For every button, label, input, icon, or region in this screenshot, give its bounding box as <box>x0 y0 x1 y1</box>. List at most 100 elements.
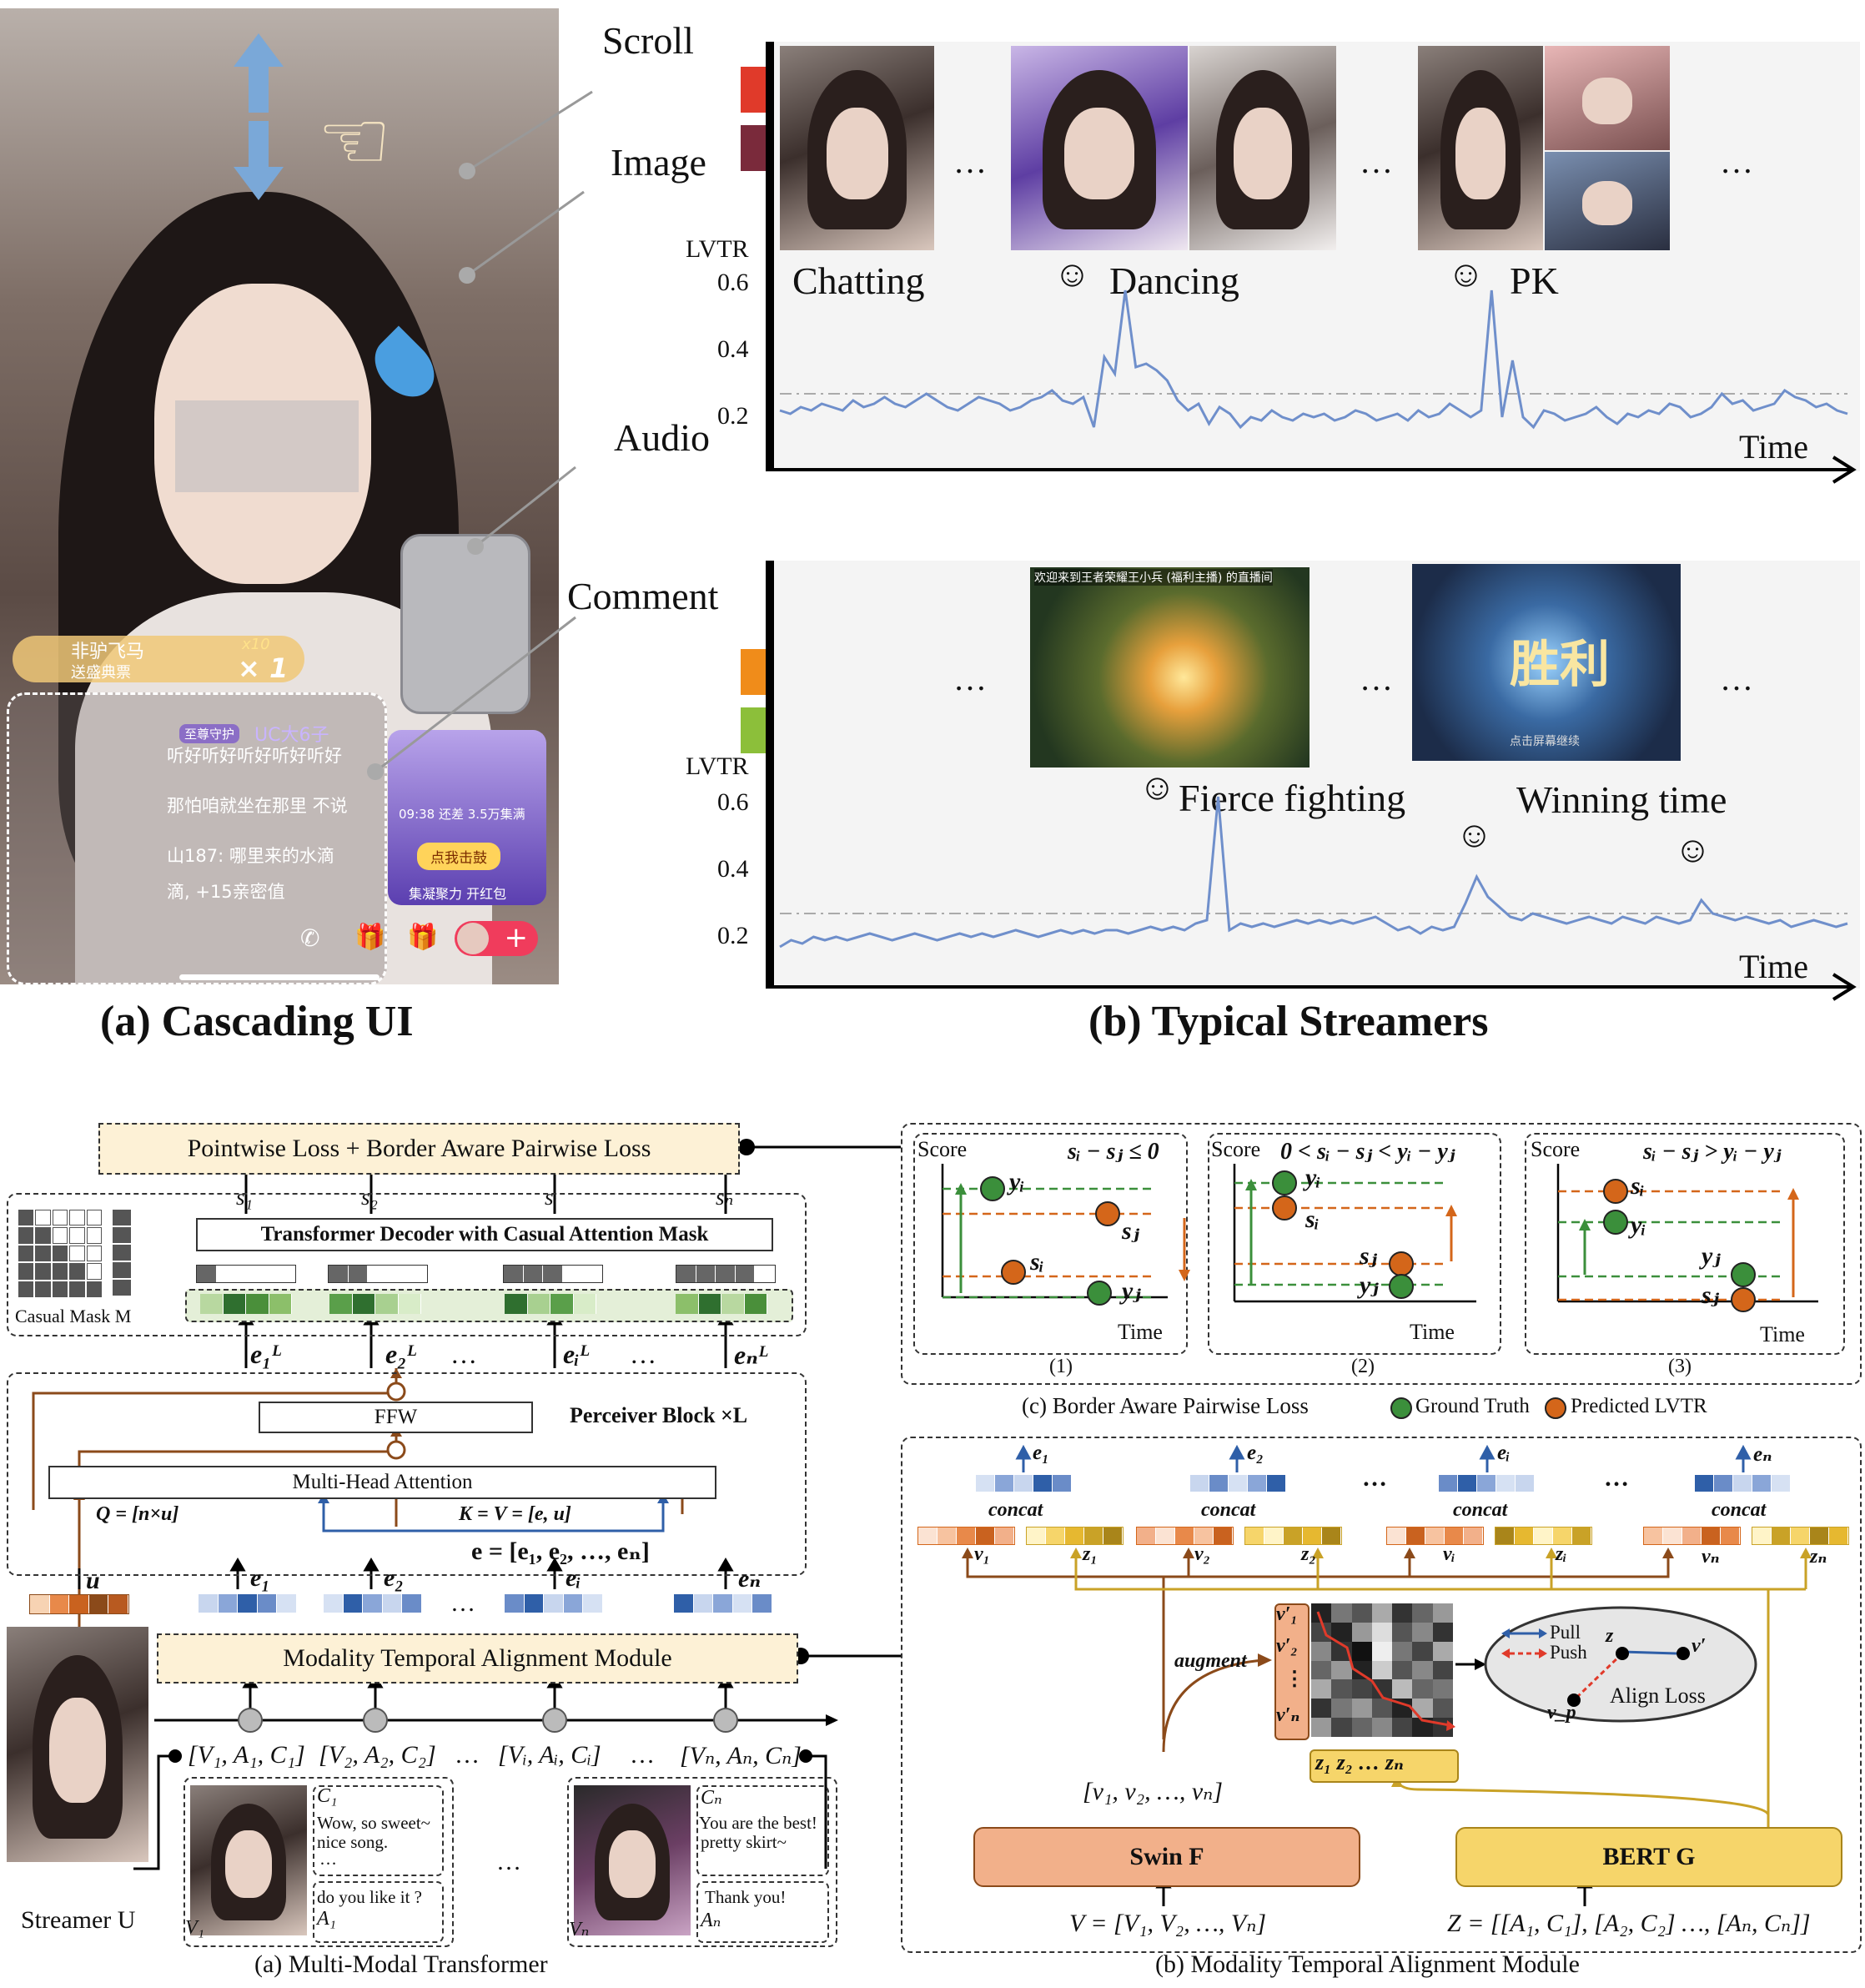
mtam-e-strip-i <box>1439 1475 1535 1492</box>
smiley-winning-icon-2: ☺ <box>1674 829 1712 870</box>
score-s1: s₁ <box>236 1185 253 1210</box>
input-dots-2: … <box>630 1741 655 1769</box>
align-loss-label: Align Loss <box>1610 1684 1706 1708</box>
sample-c1-text1: Wow, so sweet~ <box>317 1813 431 1833</box>
p3-si: sᵢ <box>1631 1172 1645 1200</box>
vprime-dots: ⋮ <box>1284 1668 1304 1690</box>
e-embedding-2 <box>324 1594 422 1613</box>
p2-si: sᵢ <box>1305 1205 1320 1233</box>
panel-3 <box>1525 1133 1845 1355</box>
e-embedding-n <box>674 1594 772 1613</box>
phone-icon[interactable]: ✆ <box>300 926 320 952</box>
token-strip-4 <box>676 1265 776 1283</box>
chart1-axis-bar <box>766 42 774 471</box>
v-sequence: [v₁, v₂, …, vₙ] <box>1083 1778 1223 1805</box>
v-strip-n <box>1643 1527 1741 1545</box>
p1-title: sᵢ − sⱼ ≤ 0 <box>1068 1139 1159 1165</box>
comment-box-n <box>696 1785 829 1876</box>
score-sn: sₙ <box>716 1185 734 1210</box>
concat-n: concat <box>1712 1499 1767 1521</box>
gift-box-icon[interactable]: 🎁 <box>354 924 386 951</box>
ffw-box: FFW <box>259 1402 533 1433</box>
p2-score: Score <box>1211 1137 1261 1161</box>
border-loss-caption: (c) Border Aware Pairwise Loss <box>1022 1393 1309 1418</box>
perceiver-label: Perceiver Block ×L <box>570 1403 748 1427</box>
chart1-xlabel: Time <box>1739 428 1809 466</box>
loss-box-label: Pointwise Loss + Border Aware Pairwise L… <box>187 1135 651 1162</box>
chart1-tick-02: 0.2 <box>717 402 749 430</box>
v-label-2: v₂ <box>1194 1543 1211 1565</box>
chart2-ellipsis-3: … <box>1720 660 1753 697</box>
frame-winning-time <box>1412 564 1681 761</box>
chart1-label-dancing: Dancing <box>1109 259 1239 302</box>
input-n: [Vₙ, Aₙ, Cₙ] <box>680 1742 802 1769</box>
Z-definition: Z = [[A₁, C₁], [A₂, C₂] …, [Aₙ, Cₙ]] <box>1447 1910 1811 1937</box>
input-i: [Vᵢ, Aᵢ, Cᵢ] <box>498 1741 601 1769</box>
smiley-winning-icon-1: ☺ <box>1455 814 1493 855</box>
p2-time: Time <box>1410 1320 1455 1344</box>
mtam-e-n: eₙ <box>1753 1443 1772 1466</box>
streamer-photo <box>7 1627 148 1862</box>
label-audio: Audio <box>614 416 710 459</box>
p1-time: Time <box>1118 1320 1163 1344</box>
sample-vn: Vₙ <box>569 1919 590 1940</box>
score-s2: s₂ <box>361 1185 378 1210</box>
mtam-e-2: e₂ <box>1247 1442 1264 1464</box>
chart2-marker-green <box>741 707 766 753</box>
e-label-i: eᵢ <box>566 1564 581 1592</box>
sample-c1: C₁ <box>317 1785 338 1807</box>
scroll-arrows-icon <box>234 33 284 200</box>
p2-title: 0 < sᵢ − sⱼ < yᵢ − yⱼ <box>1280 1139 1455 1165</box>
v-strip-2 <box>1136 1527 1234 1545</box>
sample-a1: A₁ <box>317 1908 337 1930</box>
chart2-marker-orange <box>741 649 766 695</box>
v-label-n: vₙ <box>1702 1546 1720 1568</box>
decoder-box: Transformer Decoder with Casual Attentio… <box>196 1218 773 1251</box>
gift-banner[interactable] <box>13 636 304 682</box>
frame-chatting <box>780 46 934 250</box>
p1-number: (1) <box>1049 1356 1073 1377</box>
event-button[interactable]: 点我击鼓 <box>417 843 500 870</box>
z-strip-1 <box>1026 1527 1124 1545</box>
frame-pk-main <box>1418 46 1543 250</box>
bert-box: BERT G <box>1455 1827 1842 1887</box>
chart2-background <box>772 561 1860 989</box>
push-label: Push <box>1550 1642 1587 1663</box>
q-label: Q = [n×u] <box>96 1503 179 1525</box>
chart1-marker-red <box>741 67 766 113</box>
v-label-1: v₁ <box>974 1543 991 1565</box>
p3-number: (3) <box>1668 1356 1692 1377</box>
avatar[interactable] <box>457 923 489 954</box>
p2-yj: yⱼ <box>1360 1271 1379 1299</box>
victory-text: 胜利 <box>1510 636 1610 694</box>
legend-ground-truth: Ground Truth <box>1415 1395 1530 1417</box>
z-strip-n <box>1752 1527 1849 1545</box>
chart2-label-fierce-fighting: Fierce fighting <box>1179 777 1406 819</box>
sample-a1-text: do you like it ? <box>317 1887 422 1907</box>
chart2-tick-06: 0.6 <box>717 788 749 816</box>
present-icon[interactable]: 🎁 <box>407 924 439 951</box>
panel-1 <box>913 1133 1188 1355</box>
z-label-i: zᵢ <box>1556 1543 1567 1565</box>
sample-v1: V₁ <box>185 1917 205 1939</box>
p1-yj: yⱼ <box>1122 1277 1141 1305</box>
pull-label: Pull <box>1550 1622 1581 1643</box>
mtam-e-strip-n <box>1695 1475 1791 1492</box>
mtam-e-strip-1 <box>976 1475 1072 1492</box>
caption-multimodal-transformer: (a) Multi-Modal Transformer <box>254 1950 548 1978</box>
input-dots-1: … <box>455 1741 480 1769</box>
p3-sj: sⱼ <box>1702 1281 1720 1309</box>
caption-cascading-ui: (a) Cascading UI <box>100 998 414 1045</box>
audio-box-1 <box>313 1881 444 1943</box>
microphone[interactable] <box>400 534 530 714</box>
comment-line-1: 听好听好听好听好听好 <box>167 746 342 766</box>
chart1-ellipsis-2: … <box>1360 143 1393 180</box>
gift-count: × 1 <box>238 652 289 684</box>
chart2-ellipsis-2: … <box>1360 660 1393 697</box>
z-strip-2 <box>1244 1527 1342 1545</box>
z-row: z₁ z₂ … zₙ <box>1315 1750 1404 1774</box>
perceiver-block <box>7 1372 807 1576</box>
chart2-tick-02: 0.2 <box>717 922 749 949</box>
p3-yi: yᵢ <box>1631 1211 1646 1239</box>
v-label-i: vᵢ <box>1443 1543 1455 1565</box>
